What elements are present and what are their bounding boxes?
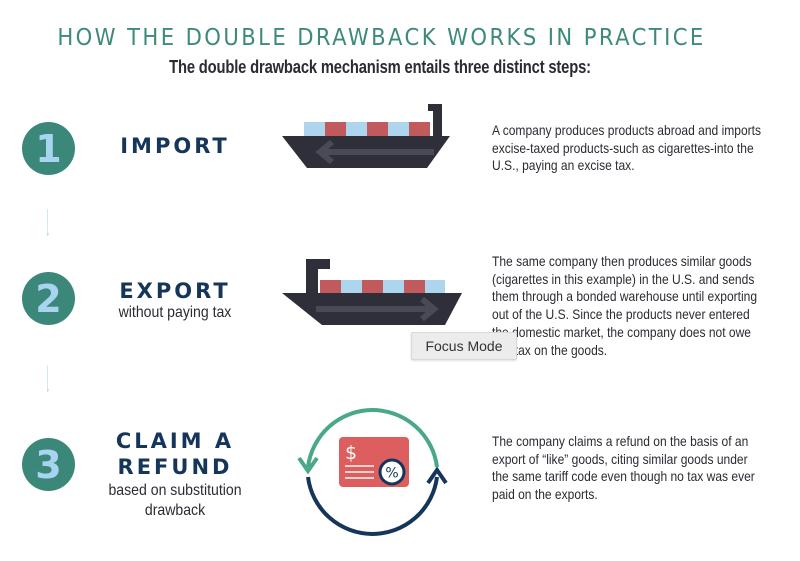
refund-cycle-icon: $ % bbox=[297, 408, 448, 536]
step-heading-line: REFUND bbox=[117, 455, 233, 479]
cargo-ship-export-icon bbox=[282, 259, 462, 325]
step-heading-line: CLAIM A bbox=[115, 429, 235, 453]
container bbox=[341, 280, 362, 293]
step-number-badge: 2 bbox=[22, 272, 75, 325]
step-subheading: without paying tax bbox=[118, 304, 232, 321]
percent-badge bbox=[378, 458, 406, 486]
container bbox=[367, 122, 388, 136]
step-number: 1 bbox=[35, 126, 62, 171]
container bbox=[346, 122, 367, 136]
container bbox=[409, 122, 430, 136]
step-description: A company produces products abroad and i… bbox=[492, 122, 762, 174]
step-heading: EXPORT bbox=[119, 279, 231, 303]
step-number-badge: 1 bbox=[22, 122, 75, 175]
step-subheading-line: drawback bbox=[144, 502, 206, 519]
container bbox=[362, 280, 383, 293]
container bbox=[404, 280, 425, 293]
direction-arrow-right-icon bbox=[316, 296, 439, 322]
container bbox=[425, 280, 445, 293]
dollar-sign-icon: $ bbox=[345, 442, 357, 464]
direction-arrow-left-icon bbox=[315, 139, 434, 165]
step-description: The company claims a refund on the basis… bbox=[492, 433, 755, 503]
container bbox=[325, 122, 346, 136]
container bbox=[320, 280, 341, 293]
container bbox=[388, 122, 409, 136]
step-subheading: based on substitution drawback bbox=[96, 481, 254, 521]
step-number: 3 bbox=[35, 442, 62, 487]
step-subheading-line: based on substitution bbox=[108, 482, 242, 499]
step-number-badge: 3 bbox=[22, 438, 75, 491]
ship-funnel bbox=[306, 259, 330, 293]
container bbox=[304, 122, 325, 136]
step-heading: IMPORT bbox=[120, 134, 230, 158]
dotted-connector-arrow bbox=[47, 365, 49, 392]
cargo-ship-import-icon bbox=[282, 104, 450, 168]
cycle-arrow-green-icon bbox=[306, 408, 439, 468]
infographic-subtitle: The double drawback mechanism entails th… bbox=[169, 57, 591, 77]
cycle-arrow-navy-icon bbox=[306, 476, 439, 536]
percent-icon: % bbox=[385, 466, 398, 482]
step-description: The same company then produces similar g… bbox=[492, 253, 758, 358]
ship-funnel bbox=[428, 104, 442, 136]
focus-mode-tooltip[interactable]: Focus Mode bbox=[411, 332, 517, 360]
infographic-title: HOW THE DOUBLE DRAWBACK WORKS IN PRACTIC… bbox=[57, 25, 706, 51]
container bbox=[383, 280, 404, 293]
dotted-connector-arrow bbox=[47, 209, 49, 236]
step-number: 2 bbox=[35, 276, 62, 321]
step-heading: CLAIM A REFUND bbox=[100, 428, 250, 480]
